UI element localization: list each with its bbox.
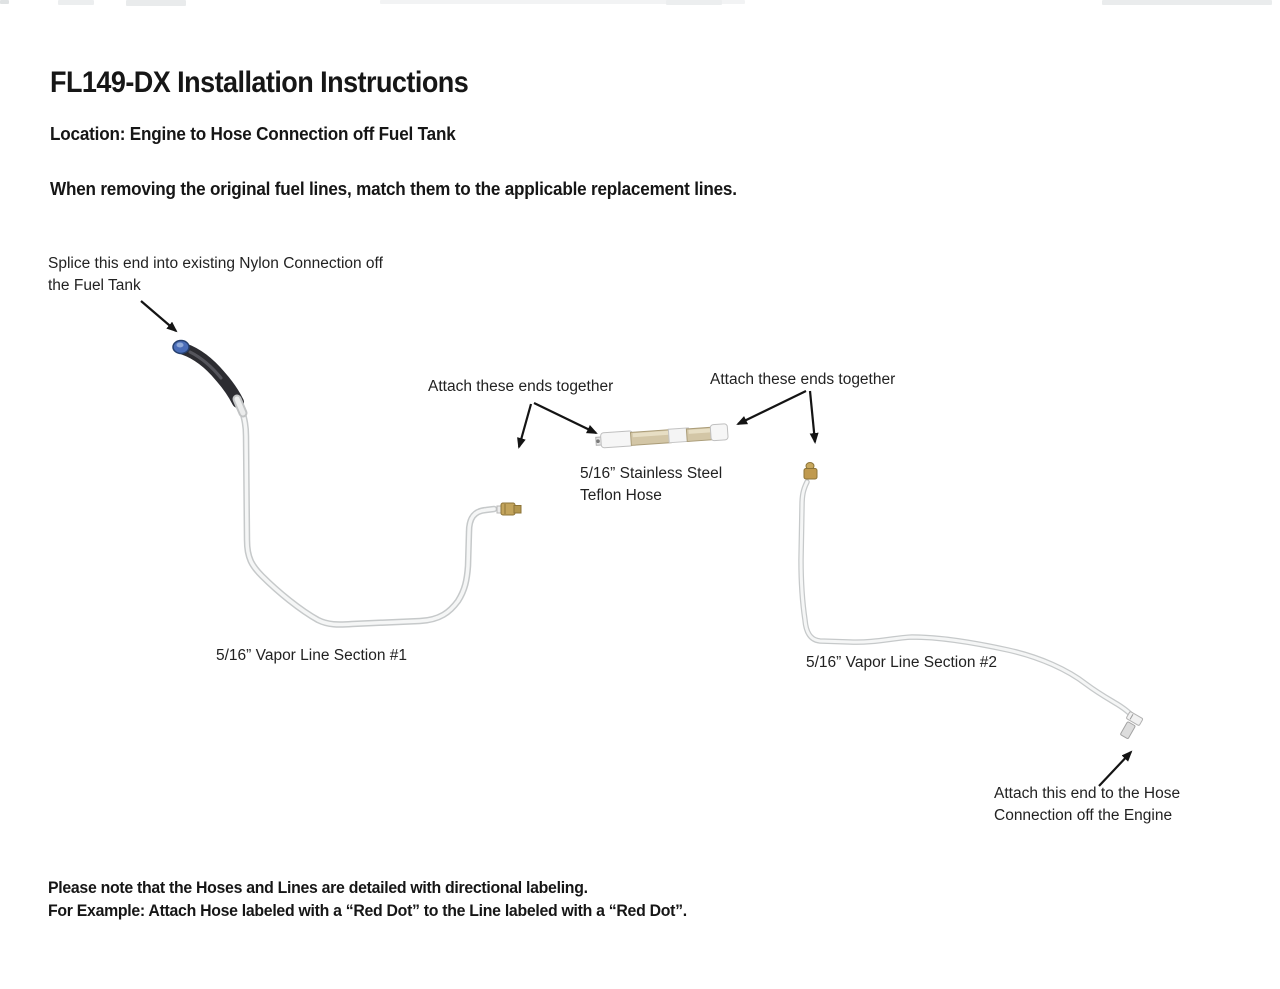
vapor-line-1-label: 5/16” Vapor Line Section #1 (216, 647, 408, 664)
vapor-line-1-brass-fitting (496, 502, 522, 516)
teflon-hose-left-fitting (600, 430, 634, 449)
scan-artifact (380, 0, 745, 4)
attach-right-arrow-b (808, 390, 819, 444)
attach-right-arrow-a (736, 390, 807, 425)
splice-annotation: Splice this end into existing Nylon Conn… (48, 255, 383, 294)
attach-ends-annotation-right: Attach these ends together (710, 371, 896, 388)
vapor-line-2-engine-end-fitting (1120, 711, 1144, 739)
attach-ends-annotation-left: Attach these ends together (428, 378, 614, 395)
vapor-line-section-1 (172, 339, 522, 628)
annotation-arrows (140, 300, 1133, 787)
scan-artifact (666, 0, 722, 5)
location-line: Location: Engine to Hose Connection off … (50, 124, 456, 144)
teflon-hose (595, 423, 729, 449)
footer-note-line-2: For Example: Attach Hose labeled with a … (48, 902, 687, 920)
intro-line: When removing the original fuel lines, m… (50, 179, 737, 199)
page-title: FL149-DX Installation Instructions (50, 66, 469, 99)
scan-artifact (58, 0, 94, 5)
engine-arrow (1098, 750, 1133, 787)
vapor-line-section-2 (798, 462, 1144, 739)
vapor-line-2-label: 5/16” Vapor Line Section #2 (806, 654, 998, 671)
scan-artifact (1102, 0, 1272, 5)
engine-connection-annotation: Attach this end to the Hose Connection o… (994, 785, 1181, 824)
teflon-hose-label: 5/16” Stainless Steel Teflon Hose (580, 465, 723, 504)
teflon-hose-right-fitting (709, 423, 729, 442)
scan-artifact (0, 0, 9, 4)
splice-arrow (140, 300, 178, 333)
rubber-hose-end (178, 343, 244, 408)
attach-left-arrow-a (517, 403, 533, 449)
footer-note-line-1: Please note that the Hoses and Lines are… (48, 879, 588, 897)
scan-artifact (126, 0, 186, 6)
attach-left-arrow-b (533, 402, 598, 434)
vapor-line-2-brass-fitting (803, 462, 818, 480)
